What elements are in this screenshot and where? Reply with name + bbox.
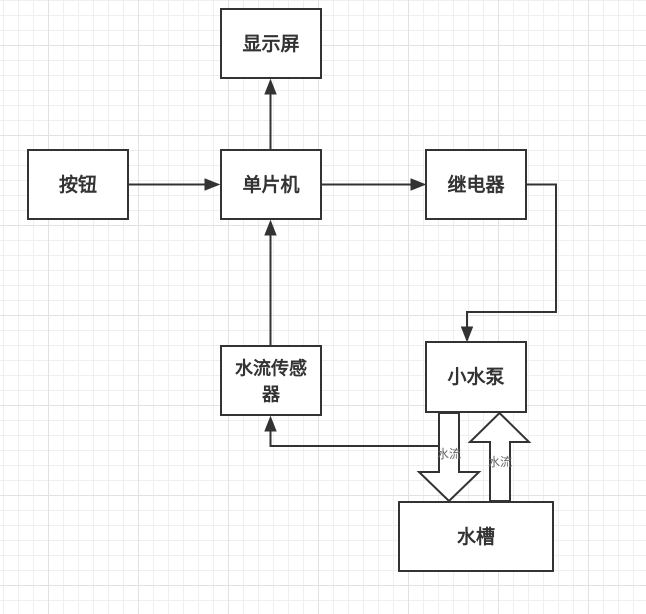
edge-label-tank-to-pump: 水流 [488, 455, 512, 469]
arrowhead-icon [264, 219, 277, 236]
node-flow-sensor-label-line1: 水流传感 [235, 358, 307, 380]
water-flow-up-arrow [467, 411, 532, 502]
water-flow-down-arrow [416, 412, 482, 503]
node-flow-sensor-label-line2: 器 [261, 385, 281, 406]
node-flow-sensor[interactable]: 水流传感 器 [220, 345, 322, 416]
node-relay[interactable]: 继电器 [425, 149, 527, 220]
edge-label-pump-to-tank: 水流 [437, 447, 461, 461]
arrowhead-icon [410, 178, 427, 191]
connector-sensor-to-mcu [264, 219, 277, 345]
node-pump-label: 小水泵 [447, 366, 504, 388]
node-tank-label: 水槽 [457, 525, 495, 548]
arrowhead-icon [204, 178, 221, 191]
node-mcu[interactable]: 单片机 [220, 149, 322, 220]
node-display[interactable]: 显示屏 [220, 8, 322, 79]
connector-button-to-mcu [128, 178, 221, 191]
connector-relay-to-pump [460, 183, 557, 343]
node-relay-label: 继电器 [447, 173, 505, 196]
arrowhead-icon [264, 415, 277, 432]
node-button-label: 按钮 [59, 173, 97, 196]
node-button[interactable]: 按钮 [27, 149, 129, 220]
arrowhead-icon [460, 326, 474, 343]
connector-mcu-to-relay [321, 178, 427, 191]
node-display-label: 显示屏 [242, 33, 299, 55]
connector-pump-to-sensor [264, 415, 438, 447]
arrowhead-icon [264, 78, 277, 95]
connector-mcu-to-display [264, 78, 277, 150]
node-mcu-label: 单片机 [242, 173, 299, 196]
node-tank[interactable]: 水槽 [398, 501, 554, 572]
node-pump[interactable]: 小水泵 [425, 341, 527, 413]
